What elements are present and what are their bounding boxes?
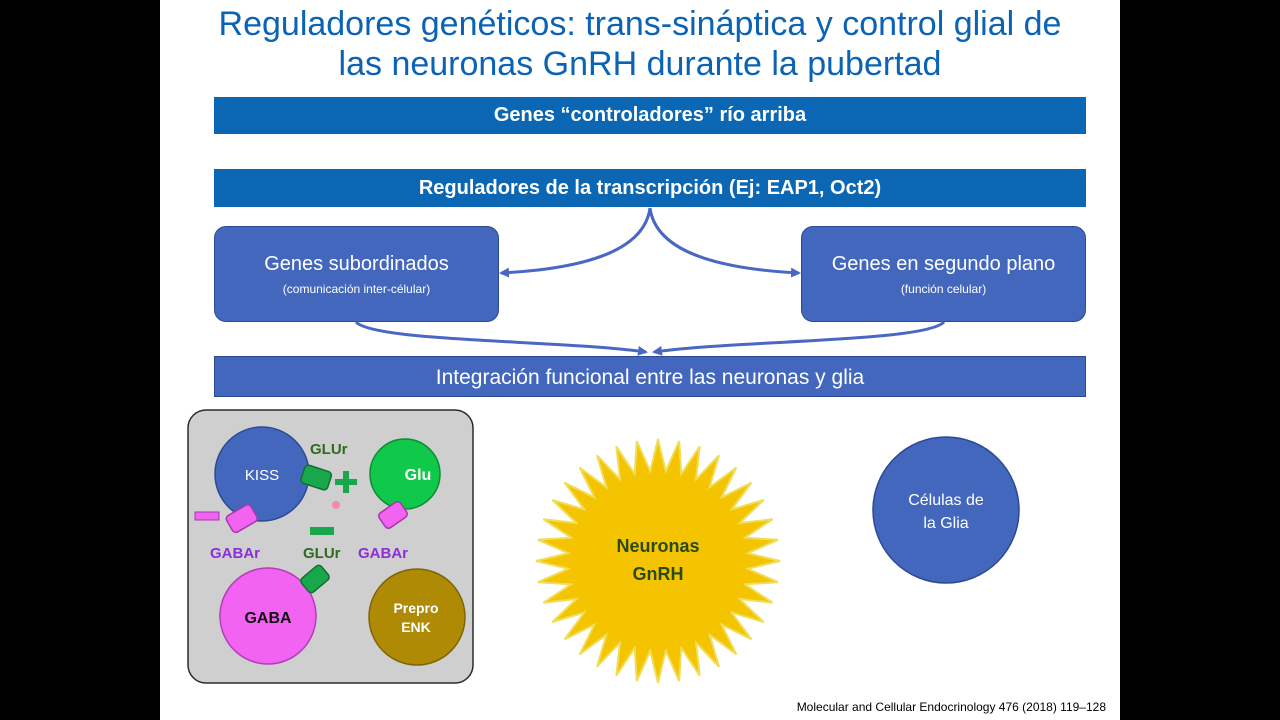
glial-cells-circle (872, 436, 1020, 584)
background-genes-subtitle: (función celular) (900, 282, 987, 296)
functional-integration-bar: Integración funcional entre las neuronas… (214, 356, 1086, 397)
gnrh-label-line2: GnRH (633, 564, 684, 584)
background-genes-title: Genes en segundo plano (831, 253, 1056, 275)
prepro-enk-neuron (368, 568, 466, 666)
glia-label-line2: la Glia (923, 515, 968, 532)
subordinate-genes-subtitle: (comunicación inter-célular) (282, 282, 431, 296)
minus-sign-icon (194, 511, 220, 521)
glutamate-receptor-top (300, 464, 333, 491)
slide-title: Reguladores genéticos: trans-sináptica y… (160, 4, 1120, 84)
minus-sign-green-icon (310, 527, 334, 535)
enk-label: ENK (401, 619, 431, 635)
arrow-subordinate-to-integration (354, 320, 648, 356)
gaba-receptor-left (225, 504, 258, 534)
gaba-label: GABA (244, 610, 292, 627)
glu-label: Glu (405, 467, 432, 484)
upstream-genes-bar: Genes “controladores” río arriba (214, 97, 1086, 134)
gabar-label-left: GABAr (210, 545, 260, 562)
gnrh-label-line1: Neuronas (616, 536, 699, 556)
subordinate-genes-title: Genes subordinados (264, 253, 449, 275)
pointer-dot (332, 501, 340, 509)
title-line-1: Reguladores genéticos: trans-sináptica y… (218, 5, 1062, 43)
glur-label-bottom: GLUr (303, 545, 341, 562)
gaba-receptor-right (378, 500, 408, 530)
slide: Reguladores genéticos: trans-sináptica y… (160, 0, 1120, 720)
gaba-neuron (219, 567, 317, 665)
glur-label-top: GLUr (310, 441, 348, 458)
diagram-graphics: KISS Glu GABA Prepro ENK GLUr GLUr GABAr… (187, 207, 1020, 684)
transcription-regulators-bar: Reguladores de la transcripción (Ej: EAP… (214, 169, 1086, 207)
gabar-label-right: GABAr (358, 545, 408, 562)
subordinate-genes-box: Genes subordinados (comunicación inter-c… (214, 226, 499, 322)
glutamate-receptor-bottom (300, 564, 330, 594)
arrow-to-background-genes (648, 207, 801, 278)
arrow-to-subordinate-genes (499, 207, 652, 278)
citation: Molecular and Cellular Endocrinology 476… (796, 700, 1106, 714)
kiss-label: KISS (245, 467, 279, 484)
prepro-label: Prepro (393, 600, 438, 616)
glia-label-line1: Células de (908, 492, 984, 509)
background-genes-box: Genes en segundo plano (función celular) (801, 226, 1086, 322)
arrow-background-to-integration (652, 320, 946, 356)
title-line-2: las neuronas GnRH durante la pubertad (338, 45, 942, 83)
